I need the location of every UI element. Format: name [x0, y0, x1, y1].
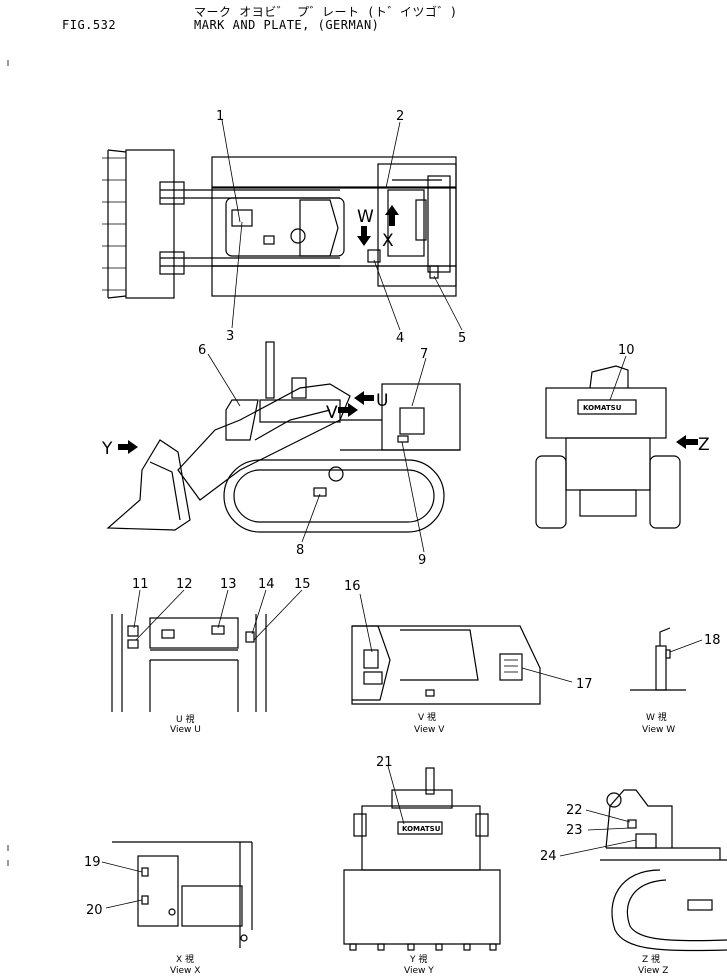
view-v-drawing [351, 625, 541, 705]
view-u-label-jp: U 視 [176, 713, 194, 725]
callout-14: 14 [258, 577, 275, 592]
callout-4: 4 [396, 331, 404, 346]
callout-2: 2 [396, 109, 404, 124]
view-z-label-jp: Z 視 [642, 953, 660, 965]
view-y-label-jp: Y 視 [409, 953, 427, 965]
callout-9: 9 [418, 553, 426, 568]
view-arrow-z: Z [698, 435, 710, 455]
figure-title-english: MARK AND PLATE, (GERMAN) [194, 18, 380, 32]
callout-16: 16 [344, 579, 361, 594]
top-view-drawing [102, 149, 457, 299]
view-x-label: View X [170, 966, 200, 976]
callout-10: 10 [618, 343, 635, 358]
callout-20: 20 [86, 903, 103, 918]
figure-title-japanese: マーク オヨビ゛ プ゛レート (ト゛イツゴ゛) [194, 5, 458, 19]
brand-plate-rear: KOMATSU [583, 404, 622, 412]
view-w-label: View W [642, 725, 675, 735]
callout-13: 13 [220, 577, 237, 592]
view-u-drawing [111, 614, 267, 712]
side-view-drawing [106, 341, 461, 533]
view-y-drawing [343, 767, 501, 951]
callout-18: 18 [704, 633, 721, 648]
callout-5: 5 [458, 331, 466, 346]
callout-22: 22 [566, 803, 583, 818]
callout-8: 8 [296, 543, 304, 558]
view-z-drawing [600, 789, 727, 952]
callout-19: 19 [84, 855, 101, 870]
callout-17: 17 [576, 677, 593, 692]
view-z-label: View Z [638, 966, 668, 976]
callout-11: 11 [132, 577, 149, 592]
view-w-label-jp: W 視 [646, 711, 667, 723]
rear-view-drawing [535, 365, 698, 529]
view-x-label-jp: X 視 [176, 953, 194, 965]
view-x-drawing [112, 841, 253, 948]
view-arrow-y: Y [101, 439, 113, 459]
view-arrow-u: U [376, 391, 388, 411]
view-w-drawing [630, 627, 686, 691]
callout-6: 6 [198, 343, 206, 358]
callout-12: 12 [176, 577, 193, 592]
callout-3: 3 [226, 329, 234, 344]
callout-21: 21 [376, 755, 393, 770]
callout-24: 24 [540, 849, 557, 864]
view-arrow-v: V [326, 403, 338, 423]
view-v-label: View V [414, 725, 445, 735]
figure-number: FIG.532 [62, 18, 117, 32]
view-u-label: View U [170, 725, 201, 735]
brand-plate-front: KOMATSU [402, 825, 441, 833]
callout-1: 1 [216, 109, 224, 124]
view-v-label-jp: V 視 [418, 711, 436, 723]
view-y-label: View Y [404, 966, 434, 976]
view-arrow-x: X [382, 231, 394, 251]
view-arrow-w: W [357, 207, 374, 227]
callout-7: 7 [420, 347, 428, 362]
callout-23: 23 [566, 823, 583, 838]
callout-15: 15 [294, 577, 311, 592]
